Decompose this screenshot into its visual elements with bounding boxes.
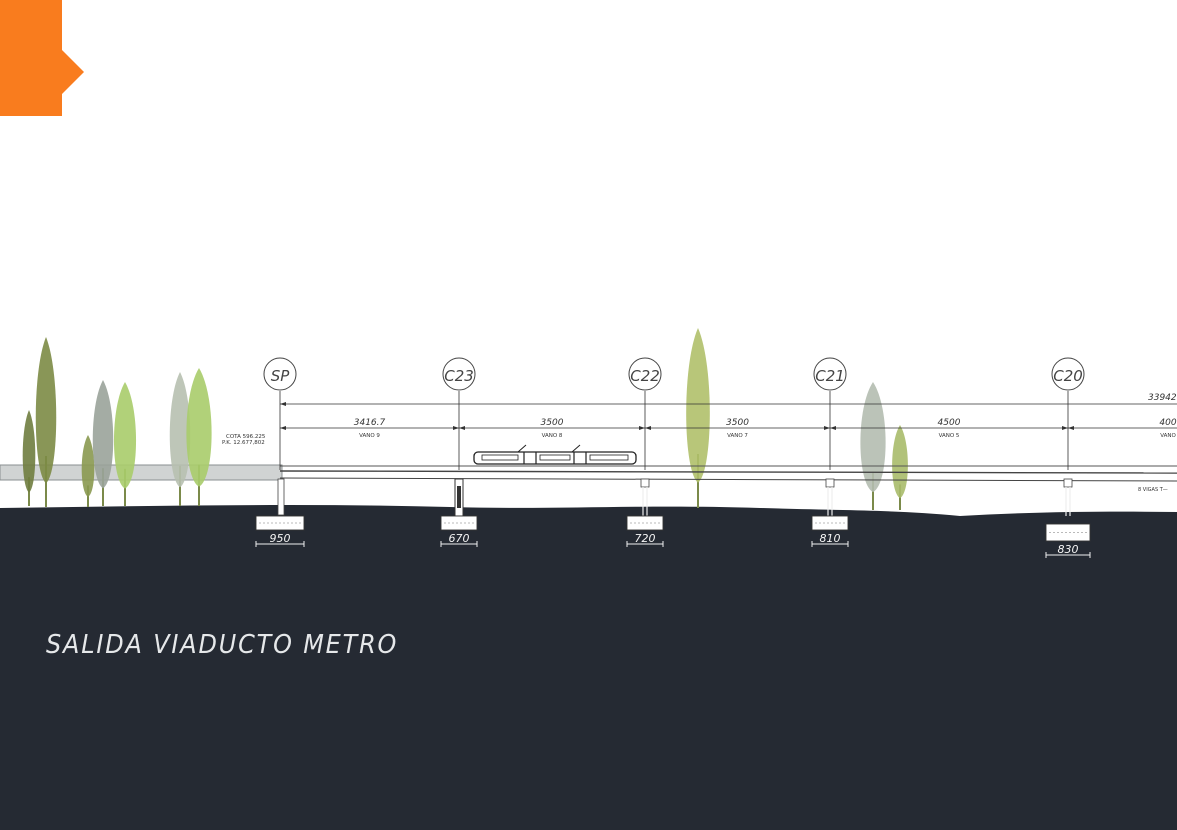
footing-width-label: 670 bbox=[449, 532, 470, 545]
trees bbox=[22, 328, 908, 510]
axis-label: C21 bbox=[815, 367, 845, 385]
axis-sp: SP 950 bbox=[255, 357, 305, 547]
footing-width-label: 830 bbox=[1058, 543, 1079, 556]
footing bbox=[626, 515, 664, 531]
deck-note: 8 VIGAS T— bbox=[1138, 487, 1168, 493]
axes-group: SP 950 C23 670 C22 720 C21 810 C20 830 bbox=[255, 357, 1091, 558]
tree-icon bbox=[186, 368, 212, 506]
total-length-label: 33942 bbox=[1148, 393, 1177, 403]
chevron-right-icon bbox=[62, 50, 84, 94]
tree-icon bbox=[169, 372, 191, 506]
footing bbox=[1045, 523, 1091, 542]
span-name-label: VANO 5 bbox=[939, 433, 960, 439]
tree-icon bbox=[22, 410, 36, 506]
axis-label: C20 bbox=[1053, 367, 1083, 385]
tree-icon bbox=[113, 382, 137, 506]
footing bbox=[440, 515, 478, 531]
span-length-label: 4500 bbox=[938, 418, 961, 428]
span-length-label: 3500 bbox=[726, 418, 749, 428]
axis-label: SP bbox=[271, 367, 291, 385]
existing-road-band bbox=[0, 464, 283, 481]
footing-width-label: 720 bbox=[635, 532, 656, 545]
footing-width-label: 810 bbox=[820, 532, 841, 545]
accent-tab bbox=[0, 0, 62, 116]
tree-icon bbox=[81, 435, 95, 507]
span-length-label: 3500 bbox=[541, 418, 564, 428]
footing bbox=[811, 515, 849, 531]
tree-icon bbox=[860, 382, 886, 510]
span-length-label: 3416.7 bbox=[354, 418, 386, 428]
axis-c20: C20 830 bbox=[1045, 357, 1091, 558]
axis-c23: C23 670 bbox=[440, 357, 478, 547]
ground-area bbox=[0, 505, 1177, 830]
axis-c22: C22 720 bbox=[626, 357, 664, 547]
span-length-label: 400 bbox=[1159, 418, 1176, 428]
pk-label: P.K. 12.677,802 bbox=[222, 440, 265, 446]
span-name-label: VANO 8 bbox=[542, 433, 563, 439]
span-name-label: VANO 9 bbox=[359, 433, 380, 439]
tree-icon bbox=[892, 425, 908, 510]
axis-c21: C21 810 bbox=[811, 357, 849, 547]
axis-label: C22 bbox=[630, 367, 660, 385]
viaduct-deck bbox=[279, 465, 1177, 482]
footing-width-label: 950 bbox=[270, 532, 291, 545]
span-name-label: VANO 7 bbox=[727, 433, 748, 439]
metro-train-icon bbox=[473, 444, 637, 465]
tree-icon bbox=[686, 328, 710, 508]
tree-icon bbox=[92, 380, 114, 506]
tree-icon bbox=[35, 337, 57, 507]
span-name-label: VANO bbox=[1160, 433, 1176, 439]
axis-label: C23 bbox=[444, 367, 474, 385]
cota-label: COTA 596.225 bbox=[226, 434, 266, 440]
page-title: SALIDA VIADUCTO METRO bbox=[46, 630, 399, 660]
